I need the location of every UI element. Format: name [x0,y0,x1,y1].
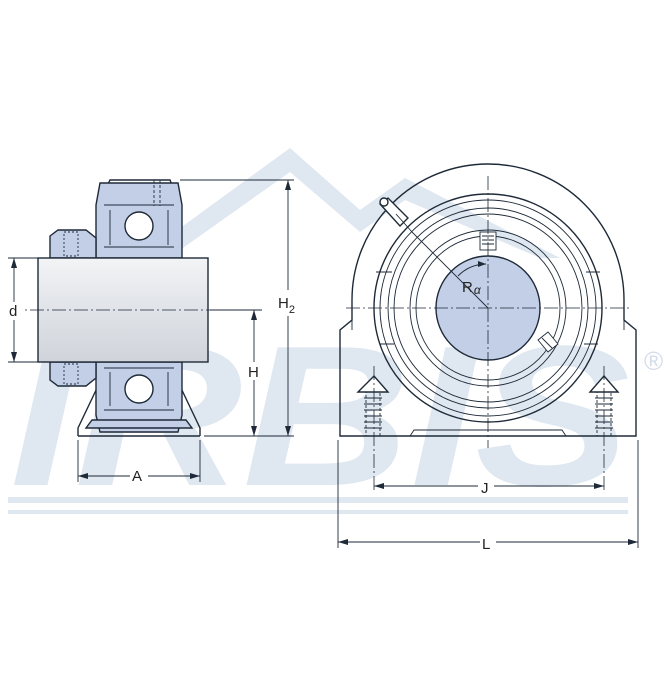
dim-H-label-bg [246,362,264,380]
dim-label-L: L [482,536,490,553]
side-locking-collar-upper [49,229,97,259]
side-ball-upper [124,211,154,241]
side-section-view [8,179,262,437]
side-seal-upper [104,204,174,248]
dim-A-label-bg [130,466,148,484]
dim-d-label-bg [6,302,22,320]
r-alpha-arrow [478,261,486,267]
front-bolt-hole-left [356,374,390,437]
dim-label-R-alpha: Rα [462,279,482,297]
dim-label-A: A [132,468,142,485]
dim-L-label-bg [480,532,496,550]
side-seal-lower [104,367,174,411]
side-lube-hole [153,180,161,206]
r-alpha-leader [411,231,489,309]
dim-label-J: J [481,480,489,497]
watermark-stripe-1 [8,497,628,503]
dim-label-d: d [9,303,17,320]
front-ring-breaks [376,271,600,345]
side-dimensions: d A H H2 [6,179,300,485]
front-dimensions: J L [337,440,639,553]
dim-label-H2: H2 [278,295,295,316]
side-ball-lower [124,374,154,404]
side-housing-outline [77,179,201,437]
side-set-screw-upper [63,231,79,257]
grease-fitting [378,197,413,233]
watermark-registered-mark: ® [644,346,663,376]
watermark-mountain [150,148,560,258]
side-base-inner-blue [84,419,194,429]
front-view: Rα [339,163,637,492]
side-set-screw-lower [63,363,79,385]
side-locking-collar-lower [49,361,97,387]
dim-label-H: H [248,364,259,381]
front-housing-outline [339,163,637,437]
front-set-screw-side [537,331,559,353]
watermark-stripe-2 [8,510,628,514]
dim-H2-label-bg [276,290,300,316]
dim-J-label-bg [478,476,494,494]
